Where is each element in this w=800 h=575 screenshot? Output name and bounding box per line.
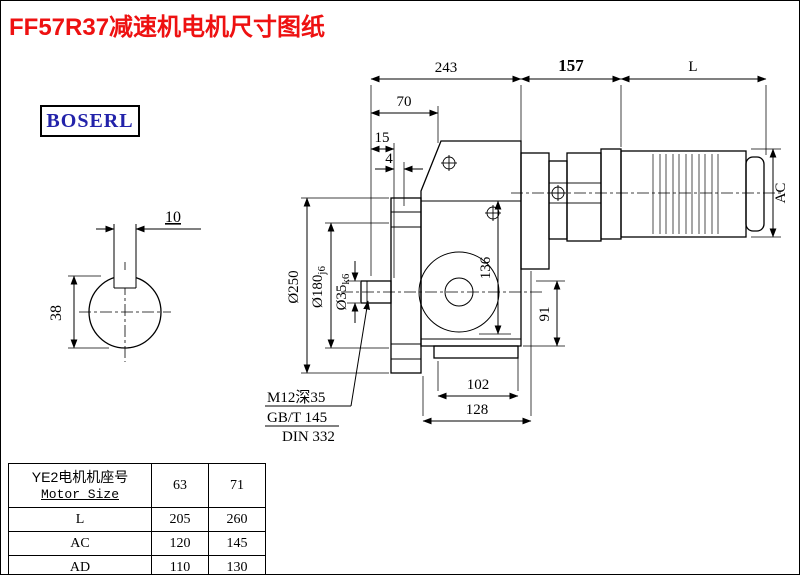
row-L-value-71: 260 (208, 507, 266, 532)
table-header-cn: YE2电机机座号 (31, 468, 129, 485)
dimension-lines (70, 75, 777, 427)
table-row-L: L 205 260 (8, 507, 266, 532)
note-standard-gbt: GB/T 145 (267, 410, 327, 426)
dim-15-label: 15 (375, 130, 390, 146)
row-AD-value-63: 110 (151, 555, 209, 574)
row-AD-value-71: 130 (208, 555, 266, 574)
table-size-71: 71 (208, 463, 266, 508)
table-size-63: 63 (151, 463, 209, 508)
dim-4-label: 4 (385, 151, 393, 167)
dim-dia35-label: Ø35k6 (334, 273, 352, 310)
dim-dia35-tol: k6 (340, 273, 352, 285)
note-tapped-hole: M12深35 (267, 389, 325, 406)
dim-70-label: 70 (397, 94, 412, 110)
shaft-cross-section (88, 224, 162, 349)
dim-dia180-tol: j6 (316, 266, 328, 276)
gearbox-motor-outline (360, 140, 765, 374)
row-L-value-63: 205 (151, 507, 209, 532)
brand-logo-text: BOSERL (46, 109, 134, 132)
table-header-row: YE2电机机座号 Motor Size 63 71 (8, 463, 266, 508)
table-header-en: Motor Size (40, 486, 119, 502)
row-label-AC: AC (8, 531, 152, 556)
dim-dia35-main: Ø35 (334, 285, 350, 311)
dim-dia180-main: Ø180 (310, 275, 326, 308)
bolt-symbols (441, 155, 566, 221)
housing-foot (433, 345, 519, 359)
motor-size-table: YE2电机机座号 Motor Size 63 71 L 205 260 AC 1… (8, 463, 266, 574)
dim-dia180-label: Ø180j6 (310, 266, 328, 308)
motor-body (620, 150, 747, 238)
table-row-AC: AC 120 145 (8, 531, 266, 556)
adapter-flange (520, 152, 550, 270)
coupling (548, 182, 602, 204)
brand-logo-box: BOSERL (40, 105, 140, 137)
motor-fins (652, 154, 719, 234)
dim-91-label: 91 (537, 307, 553, 322)
extension-lines (68, 85, 781, 416)
mounting-flange (390, 197, 422, 374)
dim-38-label: 38 (48, 305, 65, 321)
page-title: FF57R37减速机电机尺寸图纸 (9, 14, 326, 41)
row-label-AD: AD (8, 555, 152, 574)
table-header-cell: YE2电机机座号 Motor Size (8, 463, 152, 508)
dim-102-label: 102 (467, 377, 490, 393)
dim-157-label: 157 (558, 56, 584, 75)
row-label-L: L (8, 507, 152, 532)
dim-AC-label: AC (773, 183, 789, 204)
row-AC-value-63: 120 (151, 531, 209, 556)
row-AC-value-71: 145 (208, 531, 266, 556)
dim-243-label: 243 (435, 60, 458, 76)
note-standard-din: DIN 332 (282, 429, 335, 445)
dim-L-label: L (688, 59, 697, 75)
motor-fan-cover (745, 156, 765, 232)
output-shaft (360, 280, 392, 304)
dim-dia250-label: Ø250 (286, 270, 302, 303)
gear-housing (420, 140, 522, 347)
table-row-AD: AD 110 130 (8, 555, 266, 574)
motor-flange (600, 148, 622, 240)
dim-10-label: 10 (165, 209, 181, 226)
dim-136-label: 136 (478, 256, 494, 279)
dim-128-label: 128 (466, 402, 489, 418)
centerlines (79, 192, 783, 362)
